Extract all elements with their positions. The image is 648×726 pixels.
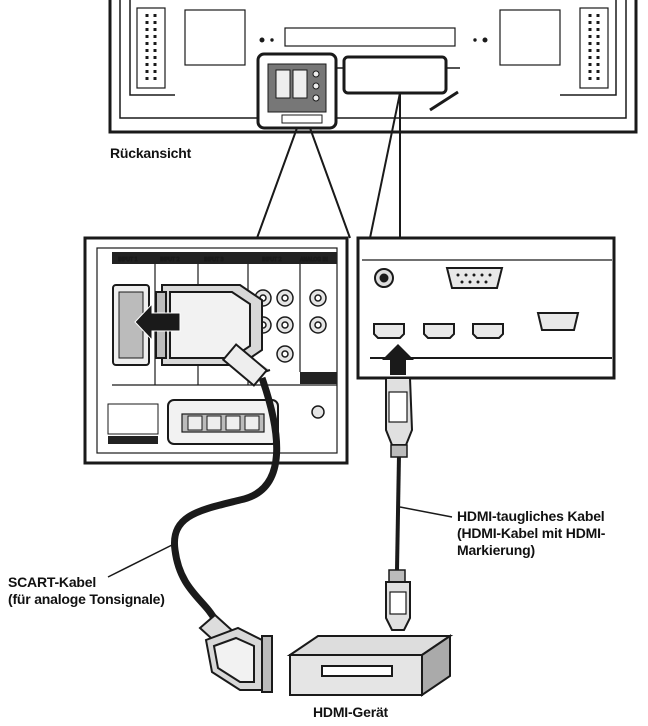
hdmi-device bbox=[286, 634, 454, 697]
tab-input-1: INPUT 1 bbox=[118, 257, 138, 263]
rear-view-label: Rückansicht bbox=[110, 145, 192, 161]
tab-analog-in: ANALOG IN bbox=[300, 257, 328, 263]
hdmi-cable bbox=[385, 377, 414, 631]
tab-input-3: INPUT 3 bbox=[204, 257, 224, 263]
hdmi-cable-label-line1: HDMI-taugliches Kabel bbox=[457, 508, 605, 524]
hdmi-insert-arrow bbox=[382, 344, 414, 375]
hdmi-cable-label-line3: Markierung) bbox=[457, 542, 535, 558]
hdmi-cable-label-line2: (HDMI-Kabel mit HDMI- bbox=[457, 525, 606, 541]
hdmi-device-label: HDMI-Gerät bbox=[313, 704, 389, 720]
scart-plug-bottom bbox=[198, 613, 273, 693]
scart-insert-arrow bbox=[134, 302, 181, 342]
tv-rear bbox=[108, 0, 638, 134]
scart-cable-label-line1: SCART-Kabel bbox=[8, 574, 97, 590]
hdmi-terminal-panel bbox=[356, 236, 616, 380]
scart-cable-label-line2: (für analoge Tonsignale) bbox=[8, 591, 165, 607]
tab-input-2: INPUT 2 bbox=[160, 257, 180, 263]
tab-input-2b: INPUT 2 bbox=[262, 257, 282, 263]
callout-lines bbox=[256, 92, 401, 239]
scart-label-leader bbox=[107, 542, 177, 578]
scart-cable bbox=[170, 376, 281, 622]
scart-terminal-panel: INPUT 1 INPUT 2 INPUT 3 INPUT 2 ANALOG I… bbox=[83, 236, 349, 465]
hdmi-label-leader bbox=[399, 506, 453, 518]
